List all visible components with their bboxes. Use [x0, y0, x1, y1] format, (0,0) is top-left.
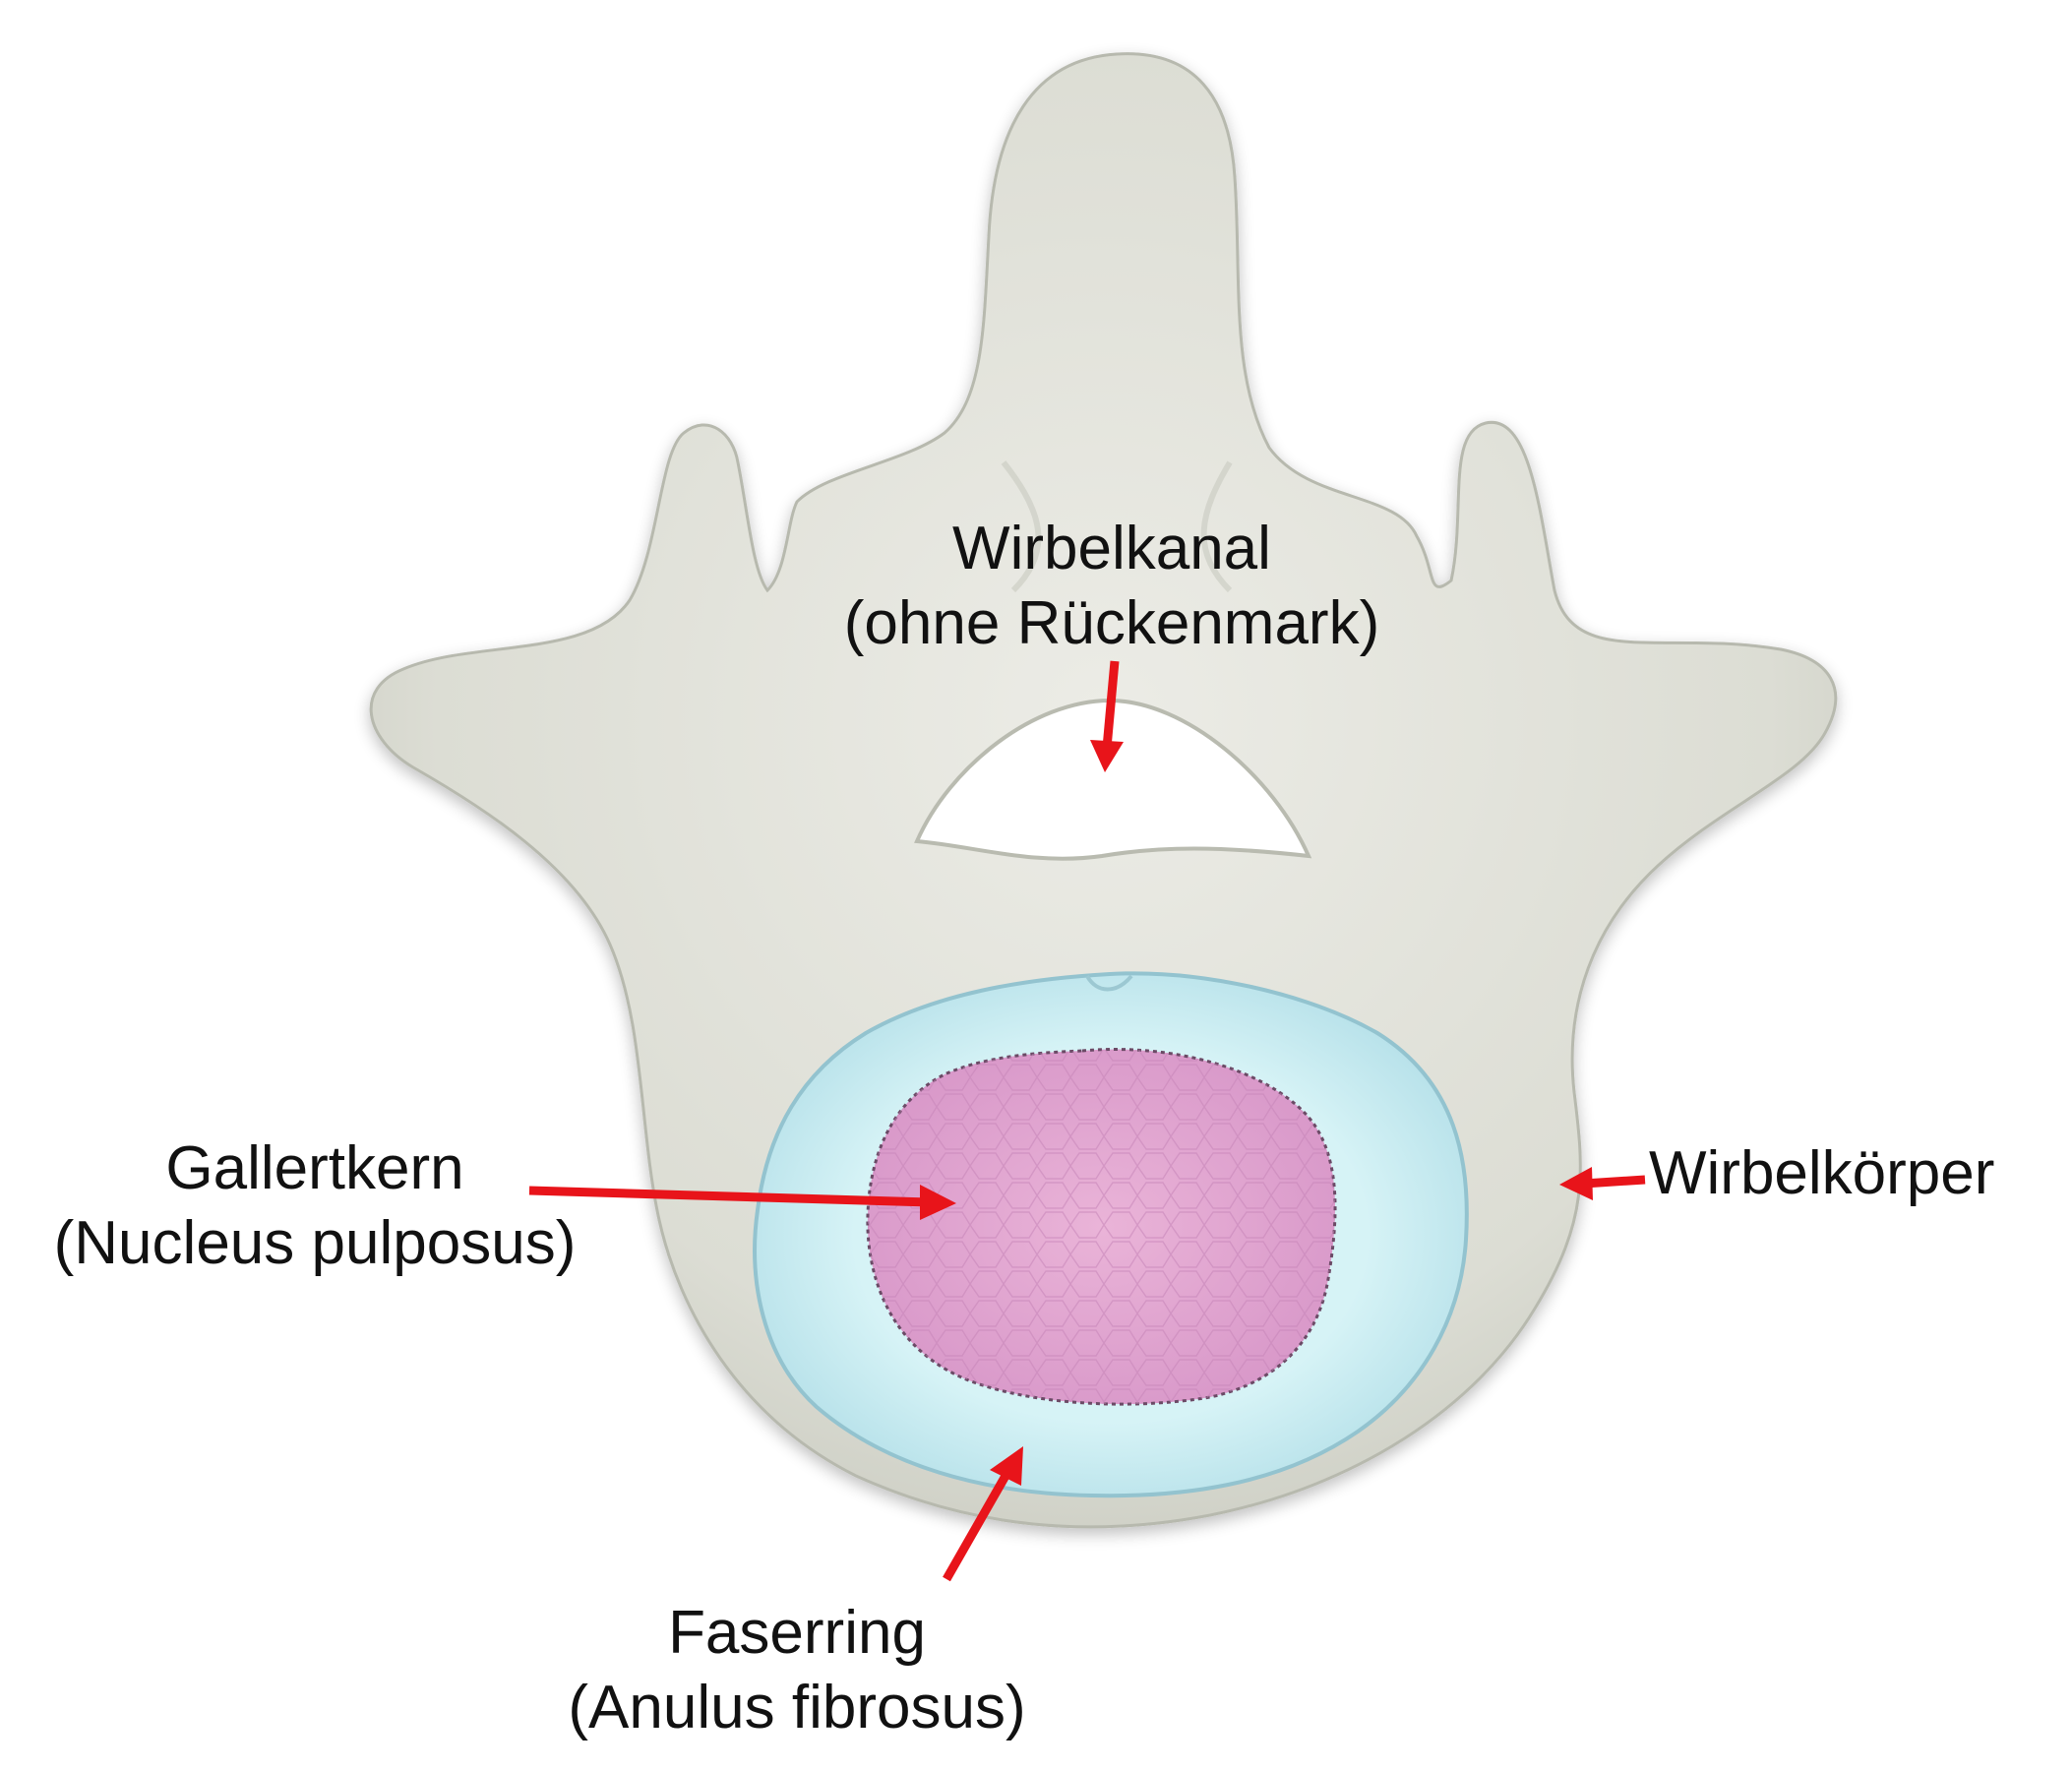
label-canal-line2: (ohne Rückenmark): [787, 586, 1436, 661]
label-annulus-fibrosus: Faserring (Anulus fibrosus): [482, 1596, 1112, 1745]
label-annulus-line1: Faserring: [482, 1596, 1112, 1671]
nucleus-texture: [868, 1050, 1335, 1405]
label-canal-line1: Wirbelkanal: [787, 512, 1436, 586]
label-vertebral-body: Wirbelkörper: [1649, 1136, 2072, 1211]
label-nucleus-pulposus: Gallertkern (Nucleus pulposus): [0, 1131, 630, 1281]
label-vertebral-canal: Wirbelkanal (ohne Rückenmark): [787, 512, 1436, 661]
nucleus-pulposus: [868, 1050, 1335, 1405]
label-body-line1: Wirbelkörper: [1649, 1136, 2072, 1211]
label-nucleus-line1: Gallertkern: [0, 1131, 630, 1206]
label-annulus-line2: (Anulus fibrosus): [482, 1671, 1112, 1745]
label-nucleus-line2: (Nucleus pulposus): [0, 1206, 630, 1281]
arrow-body: [1584, 1180, 1645, 1184]
